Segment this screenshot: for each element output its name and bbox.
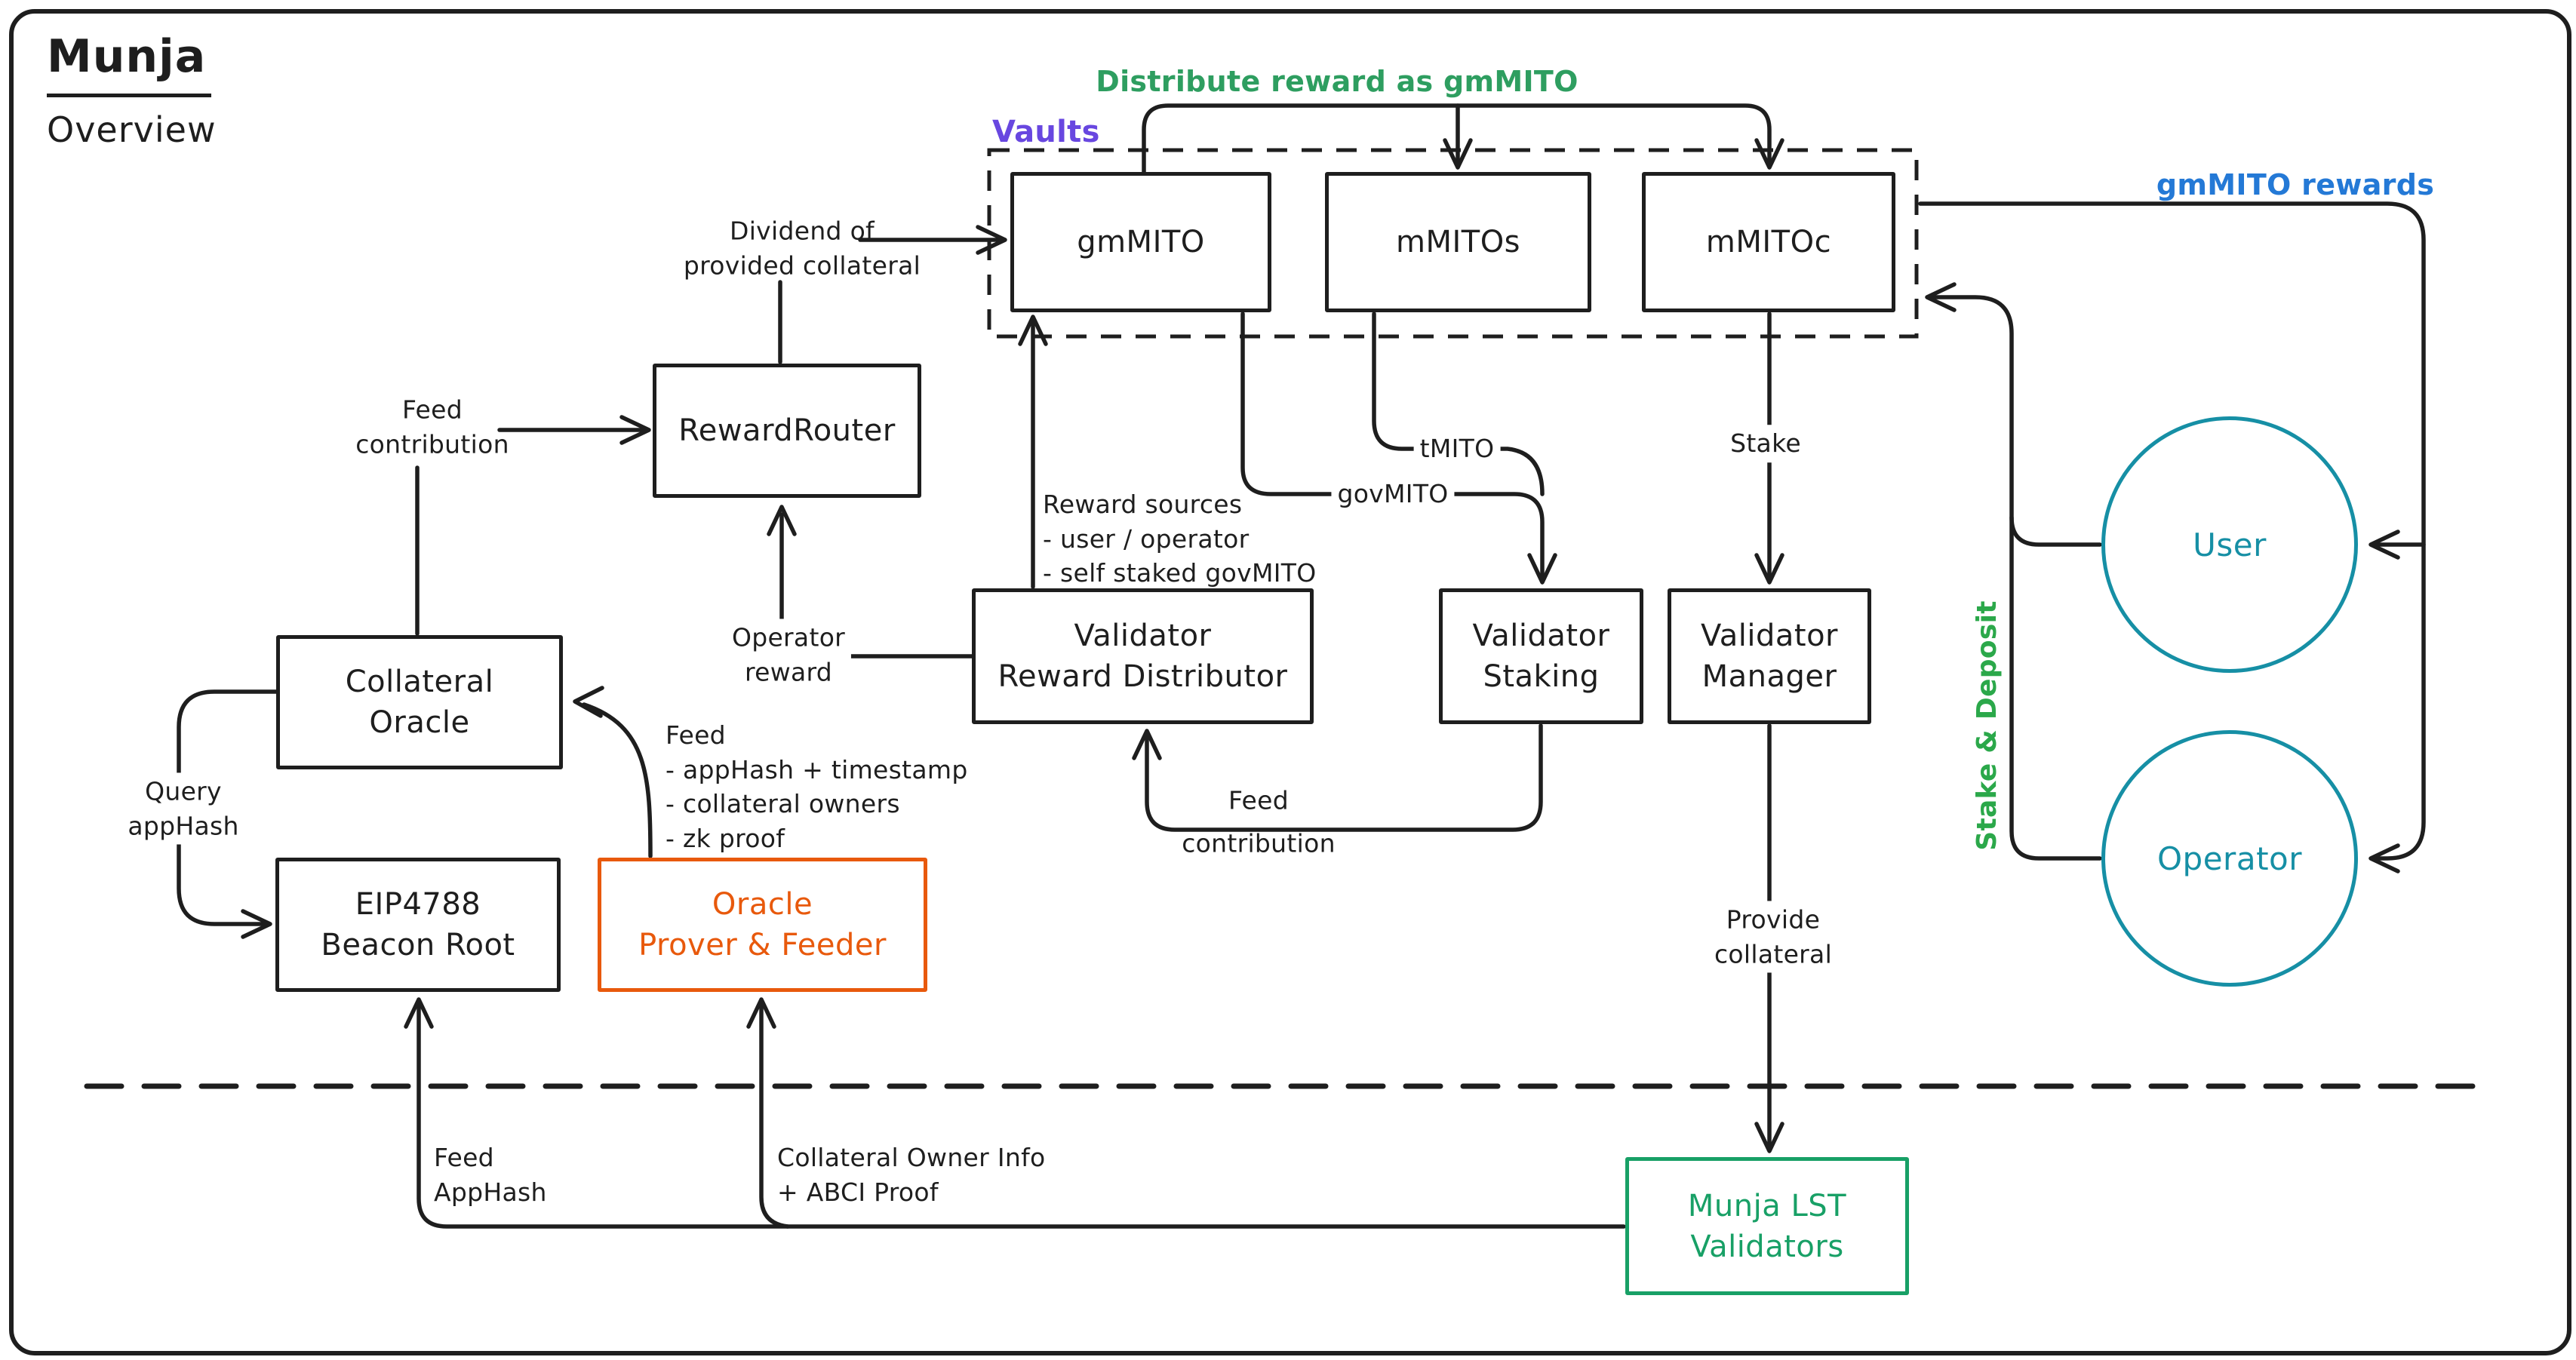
node-mmitos[interactable]: mMITOs	[1325, 172, 1591, 312]
node-collateral-oracle[interactable]: Collateral Oracle	[276, 635, 563, 769]
arrowhead	[746, 997, 776, 1029]
label-distribute-reward: Distribute reward as gmMITO	[1096, 64, 1578, 98]
label-feed-contribution-top: Feed contribution	[355, 394, 509, 459]
node-munja-lst-validators[interactable]: Munja LST Validators	[1625, 1157, 1909, 1295]
vaults-label: Vaults	[992, 115, 1100, 149]
node-mmitoc[interactable]: mMITOc	[1642, 172, 1895, 312]
node-operator[interactable]: Operator	[2101, 730, 2358, 987]
label-dividend: Dividend of provided collateral	[683, 216, 921, 280]
label-reward-sources: Reward sources - user / operator - self …	[1043, 490, 1317, 588]
arrowhead	[1132, 729, 1162, 760]
label-gmmito-rewards: gmMITO rewards	[2156, 167, 2435, 201]
title-underline	[47, 94, 211, 97]
arrowhead	[619, 415, 651, 445]
node-validator-staking[interactable]: Validator Staking	[1439, 588, 1643, 724]
arrowhead	[1754, 138, 1784, 170]
node-oracle-prover-feeder[interactable]: Oracle Prover & Feeder	[598, 858, 927, 992]
label-collateral-owner-info: Collateral Owner Info + ABCI Proof	[777, 1143, 1046, 1207]
label-feed-apphash: Feed AppHash	[434, 1143, 547, 1207]
arrowhead	[1443, 138, 1473, 170]
arrowhead	[241, 909, 272, 939]
arrowhead	[1527, 553, 1557, 585]
arrowhead	[573, 686, 604, 718]
arrowhead	[767, 505, 797, 536]
label-provide-collateral: Provide collateral	[1708, 901, 1839, 973]
label-feed-contribution-bottom: Feed contribution	[1182, 785, 1336, 858]
connector-stake-deposit	[1931, 295, 2102, 861]
label-tmito: tMITO	[1413, 430, 1501, 468]
connector-munja-feeds-branch	[759, 1003, 790, 1229]
connector-gmmito-rewards	[1918, 201, 2426, 861]
node-reward-router[interactable]: RewardRouter	[653, 364, 921, 498]
connector-stake-deposit-user	[2009, 515, 2102, 547]
node-gmmito[interactable]: gmMITO	[1010, 172, 1271, 312]
arrowhead	[1754, 1122, 1784, 1153]
label-govmito: govMITO	[1331, 475, 1455, 513]
arrowhead	[1925, 282, 1957, 312]
connector-feed-proof	[582, 702, 653, 858]
connector-munja-feeds	[417, 1003, 1626, 1229]
node-eip4788-beacon-root[interactable]: EIP4788 Beacon Root	[275, 858, 561, 992]
outer-border	[9, 9, 2571, 1355]
diagram-title-block: Munja Overview	[47, 30, 217, 150]
arrowhead	[976, 225, 1007, 255]
label-feed-details: Feed - appHash + timestamp - collateral …	[666, 720, 968, 853]
vaults-dashed-container[interactable]	[987, 148, 1919, 339]
label-operator-reward: Operator reward	[725, 619, 852, 691]
node-user[interactable]: User	[2101, 416, 2358, 673]
label-query-apphash: Query appHash	[121, 772, 245, 845]
arrowhead	[2369, 843, 2400, 873]
page-subtitle: Overview	[47, 109, 217, 150]
arrowhead	[1754, 553, 1784, 585]
node-validator-manager[interactable]: Validator Manager	[1668, 588, 1871, 724]
arrowhead	[404, 997, 434, 1029]
connector-feed-contribution-bottom	[1145, 723, 1543, 832]
page-title: Munja	[47, 30, 207, 83]
node-validator-reward-distributor[interactable]: Validator Reward Distributor	[972, 588, 1314, 724]
label-stake-and-deposit: Stake & Deposit	[1972, 600, 2003, 851]
arrowhead	[2369, 530, 2400, 560]
arrowhead	[1018, 315, 1048, 346]
label-stake: Stake	[1724, 425, 1807, 462]
